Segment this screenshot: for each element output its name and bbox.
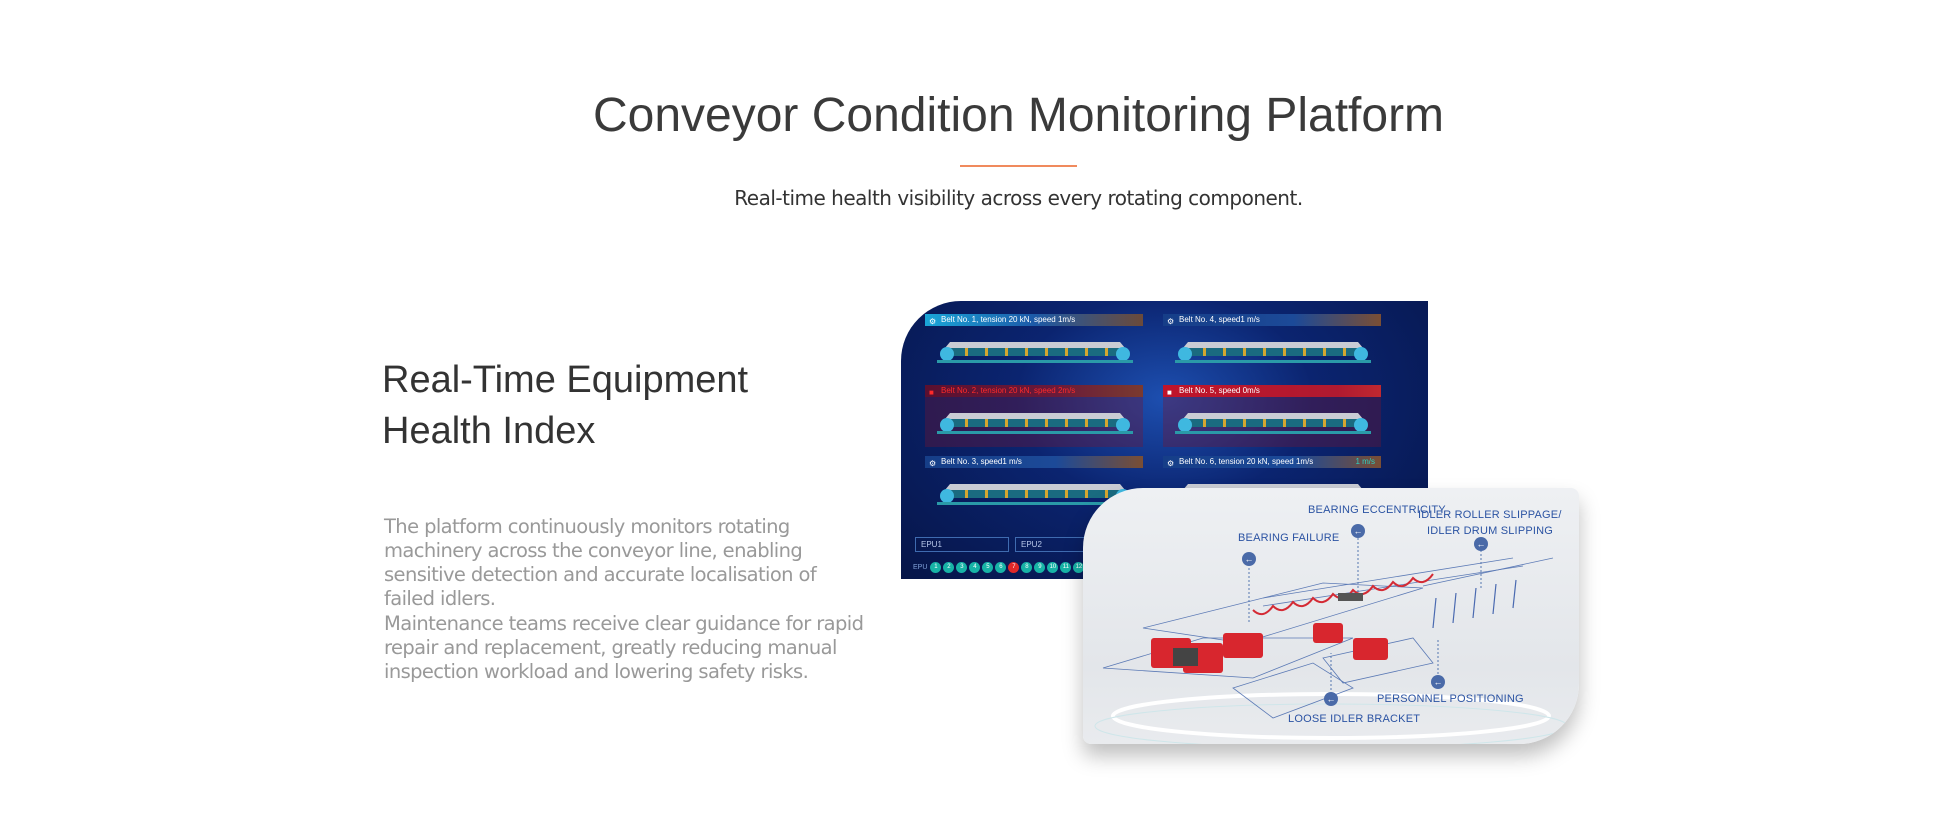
epu-status-dot[interactable]: 1 [930, 562, 942, 573]
conveyor-icon [1175, 413, 1371, 434]
belt-body [925, 468, 1143, 518]
label-idler-slippage: IDLER ROLLER SLIPPAGE/ [1418, 509, 1562, 521]
belt-panel[interactable]: ⚙ Belt No. 1, tension 20 kN, speed 1m/s [925, 314, 1143, 376]
label-personnel-positioning: PERSONNEL POSITIONING [1377, 693, 1524, 705]
gear-icon: ⚙ [1167, 459, 1175, 468]
epu-status-dot[interactable]: 10 [1047, 562, 1059, 573]
page-subtitle: Real-time health visibility across every… [734, 186, 1303, 210]
alarm-icon: ■ [1167, 388, 1172, 397]
epu-status-dot[interactable]: 8 [1021, 562, 1033, 573]
epu-status-dot[interactable]: 9 [1034, 562, 1046, 573]
belt-header: ⚙ Belt No. 6, tension 20 kN, speed 1m/s 1 … [1163, 456, 1381, 468]
section-paragraph-1: The platform continuously monitors rotat… [384, 515, 817, 610]
belt-label: Belt No. 2, tension 20 kN, speed 2m/s [941, 386, 1076, 395]
label-bearing-eccentricity: BEARING ECCENTRICITY [1308, 504, 1446, 516]
conveyor-icon [937, 413, 1133, 434]
speed-badge: 1 m/s [1355, 457, 1375, 466]
conveyor-icon [937, 484, 1133, 505]
title-divider [960, 165, 1077, 167]
arrow-left-icon: ← [1431, 675, 1445, 689]
conveyor-3d-diagram: BEARING ECCENTRICITY IDLER ROLLER SLIPPA… [1083, 488, 1579, 744]
belt-body [1163, 397, 1381, 447]
epu-status-dot[interactable]: 4 [969, 562, 981, 573]
belt-label: Belt No. 4, speed1 m/s [1179, 315, 1260, 324]
belt-label: Belt No. 1, tension 20 kN, speed 1m/s [941, 315, 1076, 324]
label-idler-drum-slipping: IDLER DRUM SLIPPING [1427, 525, 1554, 537]
belt-body [925, 326, 1143, 376]
belt-panel[interactable]: ■ Belt No. 5, speed 0m/s [1163, 385, 1381, 447]
belt-body [925, 397, 1143, 447]
epu-status-dot[interactable]: 7 [1008, 562, 1020, 573]
epu-label: EPU [913, 564, 928, 571]
section-heading: Real-Time Equipment Health Index [382, 359, 749, 452]
conveyor-icon [1175, 342, 1371, 363]
epu-status-dot[interactable]: 3 [956, 562, 968, 573]
belt-header: ■ Belt No. 5, speed 0m/s [1163, 385, 1381, 397]
belt-header: ⚙ Belt No. 4, speed1 m/s [1163, 314, 1381, 326]
belt-label: Belt No. 5, speed 0m/s [1179, 386, 1260, 395]
epu-status-dot[interactable]: 5 [982, 562, 994, 573]
page-title: Conveyor Condition Monitoring Platform [592, 89, 1445, 142]
label-loose-idler-bracket: LOOSE IDLER BRACKET [1288, 713, 1421, 725]
belt-panel[interactable]: ■ Belt No. 2, tension 20 kN, speed 2m/s [925, 385, 1143, 447]
arrow-left-icon: ← [1242, 552, 1256, 566]
label-bearing-failure: BEARING FAILURE [1238, 532, 1340, 544]
arrow-left-icon: ← [1474, 537, 1488, 551]
conveyor-icon [937, 342, 1133, 363]
belt-header: ⚙ Belt No. 1, tension 20 kN, speed 1m/s [925, 314, 1143, 326]
epu-status-dot[interactable]: 6 [995, 562, 1007, 573]
conveyor-3d-model [1094, 538, 1568, 744]
arrow-left-icon: ← [1324, 692, 1338, 706]
epu-status-dot[interactable]: 2 [943, 562, 955, 573]
arrow-left-icon: ← [1351, 524, 1365, 538]
epu-status-dot[interactable]: 11 [1060, 562, 1072, 573]
belt-label: Belt No. 3, speed1 m/s [941, 457, 1022, 466]
gear-icon: ⚙ [929, 317, 937, 326]
belt-body [1163, 326, 1381, 376]
belt-panel[interactable]: ⚙ Belt No. 3, speed1 m/s [925, 456, 1143, 518]
dashboard-screenshot: ⚙ Belt No. 1, tension 20 kN, speed 1m/s ⚙… [901, 301, 1428, 579]
section-paragraph-2: Maintenance teams receive clear guidance… [384, 612, 864, 683]
belt-header: ⚙ Belt No. 3, speed1 m/s [925, 456, 1143, 468]
alarm-icon: ■ [929, 388, 934, 397]
belt-label: Belt No. 6, tension 20 kN, speed 1m/s [1179, 457, 1314, 466]
epu-status-dot[interactable]: 12 [1073, 562, 1085, 573]
belt-panel[interactable]: ⚙ Belt No. 4, speed1 m/s [1163, 314, 1381, 376]
gear-icon: ⚙ [929, 459, 937, 468]
gear-icon: ⚙ [1167, 317, 1175, 326]
epu-box: EPU1 [915, 537, 1009, 552]
belt-header: ■ Belt No. 2, tension 20 kN, speed 2m/s [925, 385, 1143, 397]
